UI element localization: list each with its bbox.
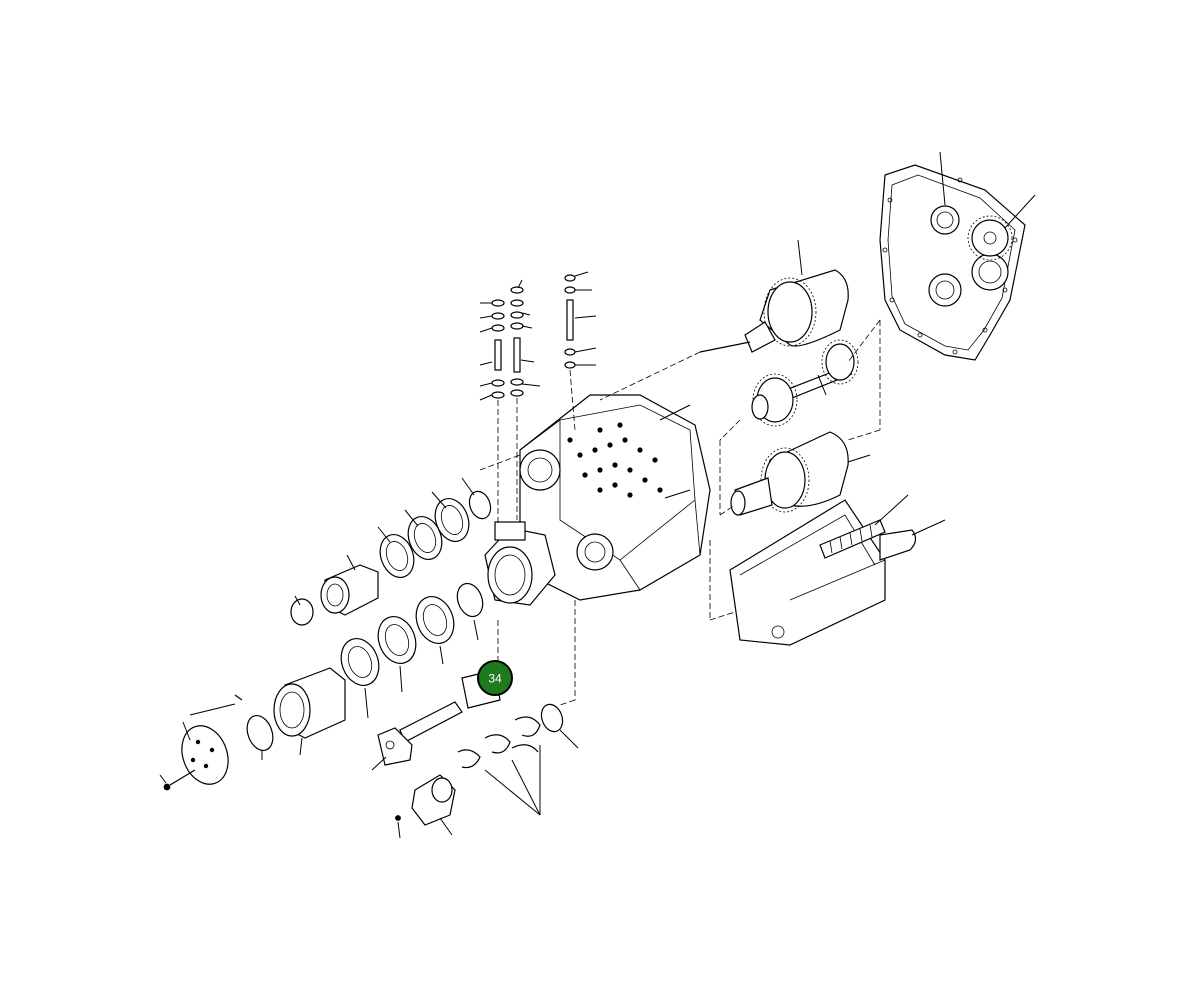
rear-cover-plate (879, 164, 1026, 361)
lower-row-leaders (159, 619, 479, 784)
cotter-pin (234, 694, 243, 701)
leader-line (797, 239, 803, 276)
leader-line (371, 756, 387, 771)
end-cover-plate (181, 725, 229, 785)
callout-34-badge[interactable] (477, 660, 513, 696)
bottom-pan (729, 499, 917, 646)
leader-line (939, 151, 946, 206)
main-housing (484, 394, 711, 606)
retaining-clips (457, 716, 541, 769)
bolt-stack-left (491, 299, 505, 399)
bearing-retainer-housing (273, 667, 346, 739)
gasket-lower-1 (415, 596, 455, 644)
upper-shaft-gear (699, 269, 849, 353)
gasket-upper-1 (434, 498, 470, 542)
cap-screw (163, 769, 196, 791)
gasket-lower-3 (340, 638, 380, 686)
o-ring-upper (468, 490, 492, 520)
o-ring-outer (246, 714, 274, 752)
leader-line (911, 519, 946, 536)
leader-line (1004, 194, 1036, 229)
upper-row-leaders (294, 477, 475, 606)
leader-line (664, 489, 691, 499)
bolt-stack-right (564, 274, 576, 369)
bolt-alignment-lines (497, 369, 576, 525)
gasket-lower-2 (377, 616, 417, 664)
gasket-upper-2 (407, 516, 443, 560)
callout-34-hotspot[interactable]: 34 (477, 660, 513, 696)
rear-gear (967, 215, 1013, 261)
plug-disc (290, 598, 314, 626)
bolt-leaders (479, 271, 597, 401)
o-ring-lower (456, 582, 484, 618)
o-ring-small (540, 703, 564, 733)
leader-line (817, 374, 827, 396)
leader-line (874, 494, 909, 526)
shift-shaft (377, 701, 463, 766)
lower-shaft-gear (730, 431, 849, 516)
middle-shaft-gears (751, 339, 859, 427)
leader-line (659, 404, 691, 421)
detent-cover (395, 774, 456, 826)
callout-34-label: 34 (488, 672, 502, 686)
bolt-stack-middle (510, 286, 524, 397)
leader-line (847, 454, 871, 463)
clip-leaders (484, 745, 541, 816)
gasket-upper-3 (379, 534, 415, 578)
flange-cap-upper (320, 564, 379, 616)
leader-line (559, 729, 579, 749)
screen-strainer (819, 519, 886, 559)
detent-leaders (397, 817, 453, 839)
